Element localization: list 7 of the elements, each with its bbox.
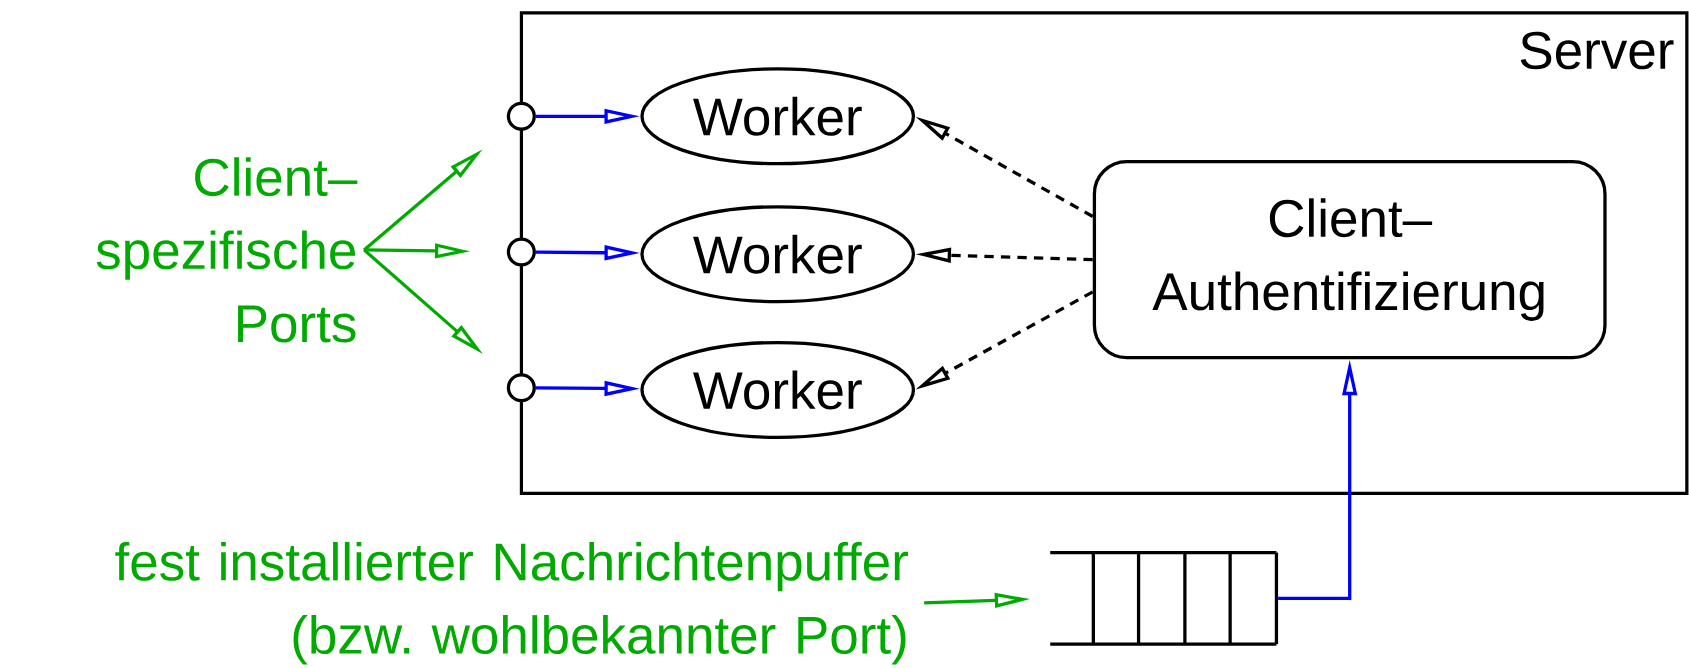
queue-drawing [1050, 551, 1279, 646]
annotation-text: fest installierter Nachrichtenpuffer (bzw. wohlbekannter Port) [115, 542, 908, 665]
port-circle [506, 237, 536, 267]
annotation-text: Client– spezifische Ports [96, 157, 358, 343]
port-circle [506, 101, 536, 131]
port-circle [506, 373, 536, 403]
process-box: Client– Authentifizierung [1092, 160, 1607, 360]
